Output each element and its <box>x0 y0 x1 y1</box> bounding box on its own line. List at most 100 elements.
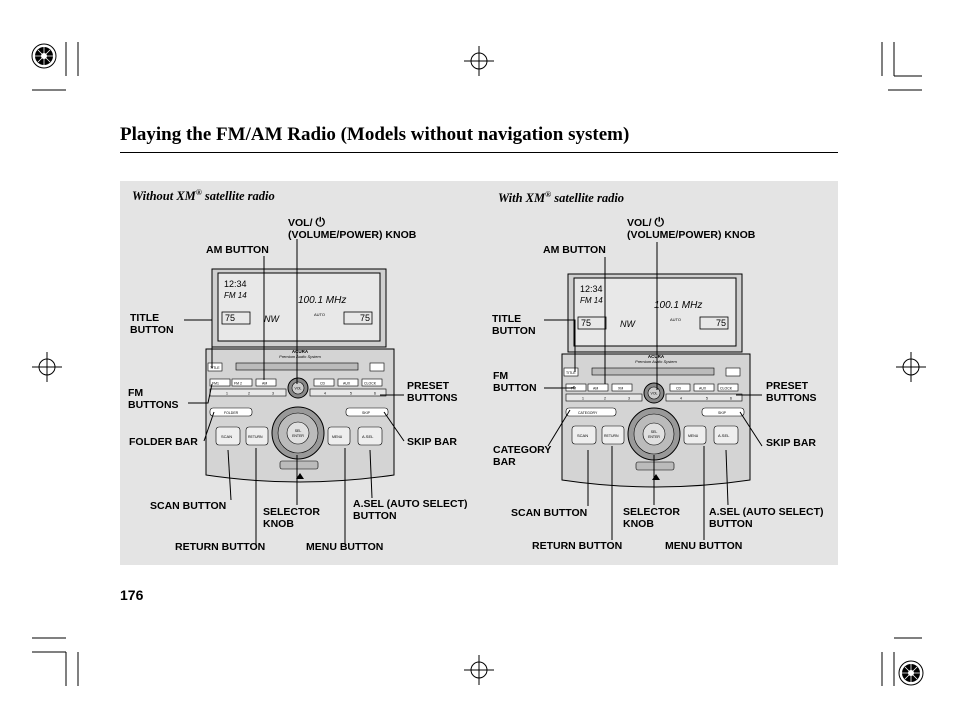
title-rule <box>120 152 838 153</box>
skip-bar-label: SKIP <box>362 411 371 415</box>
svg-text:MENU: MENU <box>688 434 699 438</box>
preset-6: 6 <box>374 392 376 396</box>
svg-text:4: 4 <box>680 397 682 401</box>
svg-text:XM: XM <box>618 387 623 391</box>
svg-text:CLOCK: CLOCK <box>364 382 377 386</box>
svg-text:ENTER: ENTER <box>292 434 304 438</box>
menu-button-callout-left: MENU BUTTON <box>306 541 384 553</box>
right-heading: With XM® satellite radio <box>498 190 625 206</box>
display-right-temp: 75 <box>360 313 370 323</box>
svg-text:100.1 MHz: 100.1 MHz <box>654 300 702 311</box>
svg-text:TITLE: TITLE <box>566 371 576 375</box>
menu-button-callout-right: MENU BUTTON <box>665 540 743 552</box>
am-button-callout-left: AM BUTTON <box>206 244 269 256</box>
svg-text:SEL: SEL <box>651 430 658 434</box>
svg-text:Premium Audio System: Premium Audio System <box>635 359 677 364</box>
page-number: 176 <box>120 587 144 603</box>
registration-target-icon <box>896 352 926 382</box>
asel-button-callout-left: A.SEL (AUTO SELECT)BUTTON <box>353 498 468 522</box>
skip-bar-callout-left: SKIP BAR <box>407 436 457 448</box>
svg-text:FM 2: FM 2 <box>234 382 242 386</box>
registration-target-icon <box>32 352 62 382</box>
svg-text:6: 6 <box>730 397 732 401</box>
display-auto: AUTO <box>314 312 325 317</box>
svg-text:2: 2 <box>604 397 606 401</box>
left-heading: Without XM® satellite radio <box>132 188 275 204</box>
svg-text:AUX: AUX <box>343 382 351 386</box>
folder-bar-callout: FOLDER BAR <box>129 436 198 448</box>
svg-text:AM: AM <box>262 382 267 386</box>
svg-text:75: 75 <box>716 318 726 328</box>
svg-text:CD: CD <box>676 387 682 391</box>
svg-text:AUX: AUX <box>699 387 707 391</box>
power-icon: ⏻ <box>315 215 325 229</box>
svg-text:SCAN: SCAN <box>577 433 588 438</box>
preset-1: 1 <box>226 392 228 396</box>
folder-bar-label: FOLDER <box>224 411 239 415</box>
svg-text:AM: AM <box>593 387 598 391</box>
svg-text:12:34: 12:34 <box>580 284 603 294</box>
asel-button-label: A.SEL <box>362 434 374 439</box>
svg-text:AUTO: AUTO <box>670 317 681 322</box>
preset-5: 5 <box>350 392 352 396</box>
svg-text:A.SEL: A.SEL <box>718 433 730 438</box>
svg-text:CATEGORY: CATEGORY <box>578 411 598 415</box>
preset-2: 2 <box>248 392 250 396</box>
display-left-temp: 75 <box>225 313 235 323</box>
return-button-label: RETURN <box>248 435 263 439</box>
svg-text:ACURA: ACURA <box>648 354 665 359</box>
svg-text:SKIP: SKIP <box>718 411 727 415</box>
page-title: Playing the FM/AM Radio (Models without … <box>120 124 630 145</box>
svg-text:VOL: VOL <box>650 392 657 396</box>
vol-knob-label: VOL <box>294 387 301 391</box>
svg-text:1: 1 <box>582 397 584 401</box>
registration-target-icon <box>464 655 494 685</box>
starburst-mark-icon <box>31 43 57 69</box>
skip-bar-callout-right: SKIP BAR <box>766 437 816 449</box>
radio-unit-right: 12:34 FM 14 100.1 MHz 75 NW AUTO 75 ACUR… <box>561 273 751 488</box>
svg-text:75: 75 <box>581 318 591 328</box>
title-button-label: TITLE <box>210 366 220 370</box>
am-button-callout-right: AM BUTTON <box>543 244 606 256</box>
return-button-callout-left: RETURN BUTTON <box>175 541 266 553</box>
scan-button-label: SCAN <box>221 434 232 439</box>
return-button-callout-right: RETURN BUTTON <box>532 540 623 552</box>
svg-text:CLOCK: CLOCK <box>720 387 733 391</box>
asel-button-callout-right: A.SEL (AUTO SELECT)BUTTON <box>709 506 824 530</box>
preset-3: 3 <box>272 392 274 396</box>
menu-button-label: MENU <box>332 435 343 439</box>
svg-text:CD: CD <box>320 382 326 386</box>
display-frequency: 100.1 MHz <box>298 295 346 306</box>
display-band: FM 14 <box>224 291 247 300</box>
vol-knob-callout-right: VOL/ ⏻(VOLUME/POWER) KNOB <box>627 215 756 241</box>
starburst-mark-icon <box>898 660 924 686</box>
display-time: 12:34 <box>224 279 247 289</box>
power-icon: ⏻ <box>654 215 664 229</box>
selector-knob-label: SEL <box>295 429 302 433</box>
scan-button-callout-left: SCAN BUTTON <box>150 500 227 512</box>
display-mode: NW <box>264 314 280 324</box>
brand-logo: ACURA <box>292 349 309 354</box>
svg-text:FM 14: FM 14 <box>580 296 603 305</box>
svg-text:3: 3 <box>628 397 630 401</box>
svg-text:RETURN: RETURN <box>604 434 619 438</box>
scan-button-callout-right: SCAN BUTTON <box>511 507 588 519</box>
brand-subtitle: Premium Audio System <box>279 354 321 359</box>
vol-knob-callout-left: VOL/ ⏻(VOLUME/POWER) KNOB <box>288 215 417 241</box>
registration-target-icon <box>464 46 494 76</box>
svg-text:ENTER: ENTER <box>648 435 660 439</box>
svg-text:NW: NW <box>620 319 636 329</box>
svg-text:FM1: FM1 <box>212 382 219 386</box>
svg-text:5: 5 <box>706 397 708 401</box>
